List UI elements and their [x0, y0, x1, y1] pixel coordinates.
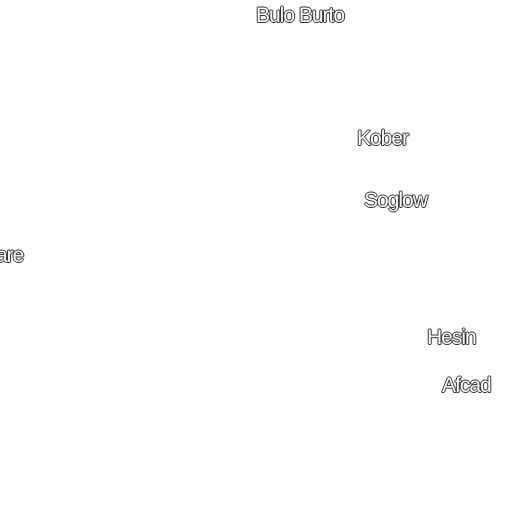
place-label-are[interactable]: are — [0, 244, 25, 267]
place-label-hesin[interactable]: Hesin — [426, 326, 477, 349]
place-label-bulo-burto[interactable]: Bulo Burto — [255, 4, 345, 27]
place-label-afcad[interactable]: Afcad — [441, 374, 492, 397]
place-label-soglow[interactable]: Soglow — [363, 189, 428, 212]
place-label-kober[interactable]: Kober — [356, 127, 409, 150]
